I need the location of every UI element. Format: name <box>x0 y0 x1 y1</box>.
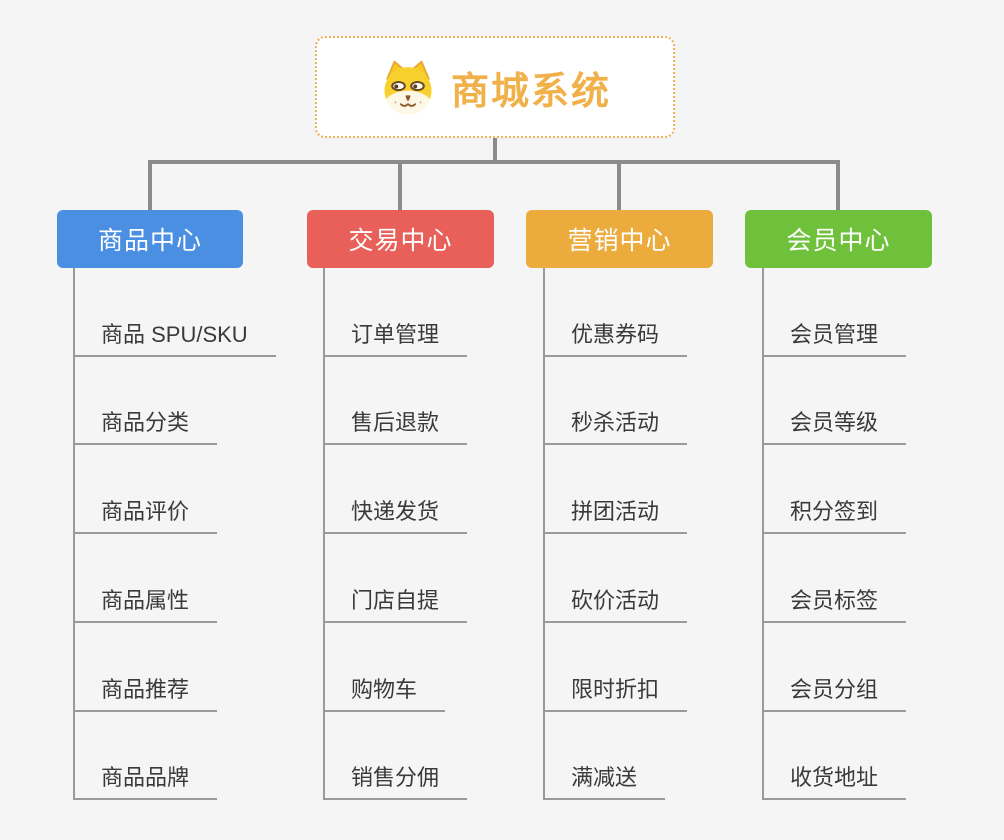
leaf-node[interactable]: 门店自提 <box>323 585 468 623</box>
leaf-node[interactable]: 商品属性 <box>73 585 218 623</box>
branch-node-member-center[interactable]: 会员中心 <box>745 210 932 268</box>
branch-node-marketing-center[interactable]: 营销中心 <box>526 210 713 268</box>
leaf-node[interactable]: 会员等级 <box>762 407 907 445</box>
connector-drop-marketing <box>617 160 621 210</box>
connector-root-stem <box>493 138 497 164</box>
leaf-node[interactable]: 售后退款 <box>323 407 468 445</box>
shiba-dog-icon <box>384 60 432 115</box>
leaf-node[interactable]: 商品推荐 <box>73 674 218 712</box>
leaf-node[interactable]: 积分签到 <box>762 496 907 534</box>
leaf-node[interactable]: 订单管理 <box>323 319 468 357</box>
leaf-node[interactable]: 购物车 <box>323 674 446 712</box>
leaf-node[interactable]: 满减送 <box>543 762 666 800</box>
leaf-node[interactable]: 限时折扣 <box>543 674 688 712</box>
leaf-node[interactable]: 商品品牌 <box>73 762 218 800</box>
leaf-node[interactable]: 快递发货 <box>323 496 468 534</box>
leaf-node[interactable]: 拼团活动 <box>543 496 688 534</box>
connector-drop-member <box>836 160 840 210</box>
leaf-node[interactable]: 会员标签 <box>762 585 907 623</box>
leaf-node[interactable]: 优惠券码 <box>543 319 688 357</box>
leaf-node[interactable]: 会员分组 <box>762 674 907 712</box>
leaf-node[interactable]: 砍价活动 <box>543 585 688 623</box>
leaf-node[interactable]: 商品 SPU/SKU <box>73 319 276 357</box>
root-node[interactable]: 商城系统 <box>315 36 675 138</box>
leaf-node[interactable]: 销售分佣 <box>323 762 468 800</box>
connector-drop-trade <box>398 160 402 210</box>
root-title: 商城系统 <box>450 70 611 113</box>
leaf-node[interactable]: 收货地址 <box>762 762 907 800</box>
leaf-node[interactable]: 商品分类 <box>73 407 218 445</box>
leaf-node[interactable]: 秒杀活动 <box>543 407 688 445</box>
branch-node-trade-center[interactable]: 交易中心 <box>307 210 494 268</box>
connector-horizontal <box>148 160 840 164</box>
leaf-node[interactable]: 会员管理 <box>762 319 907 357</box>
leaf-node[interactable]: 商品评价 <box>73 496 218 534</box>
connector-drop-product <box>148 160 152 210</box>
branch-node-product-center[interactable]: 商品中心 <box>57 210 243 268</box>
